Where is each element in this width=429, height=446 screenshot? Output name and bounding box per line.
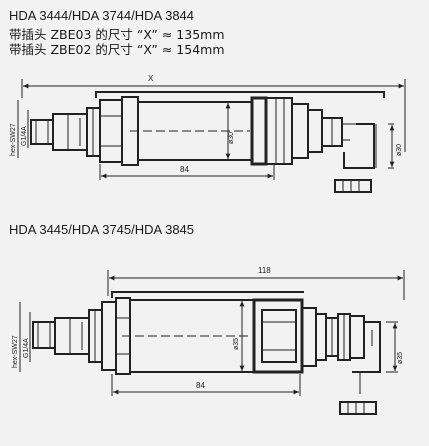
dim-len-label-2: 84 [196,381,205,390]
dim-dia-label-2: ø35 [233,338,240,350]
dim-x-label: X [148,74,154,83]
dim-len-label-1: 84 [180,165,189,174]
title-1: HDA 3444/HDA 3744/HDA 3844 [9,8,195,23]
dimension-note-zbe02: 带插头 ZBE02 的尺寸 “X” ≈ 154mm [9,42,225,57]
title-2: HDA 3445/HDA 3745/HDA 3845 [9,222,195,237]
dim-thread-label-2: G1/4A [23,338,30,358]
dim-dia-label-1: ø30 [228,132,235,144]
dim-right-label-1: ø30 [396,144,403,156]
dim-right-label-2: ø35 [397,352,404,364]
dim-total-label-2: 118 [258,266,271,275]
dim-hex-label-1: hex-SW27 [10,123,17,156]
dim-thread-label-1: G1/4A [21,126,28,146]
dimension-note-zbe03: 带插头 ZBE03 的尺寸 “X” ≈ 135mm [9,27,225,42]
drawing-2 [19,270,405,415]
dim-hex-label-2: hex-SW27 [12,335,19,368]
drawing-1 [17,79,406,193]
